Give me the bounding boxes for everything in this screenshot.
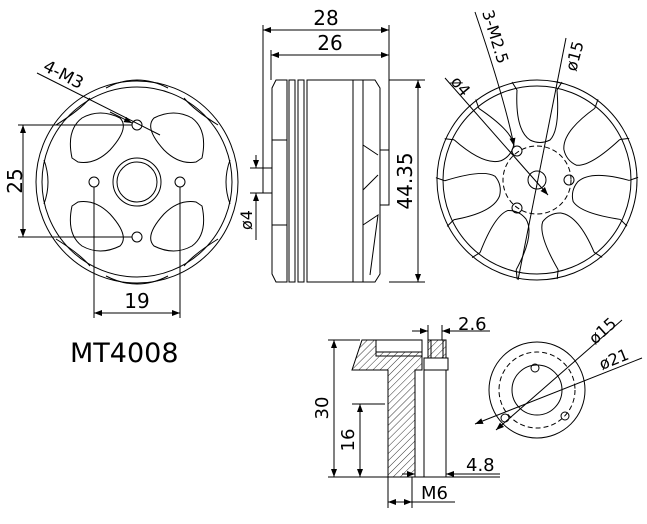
dim-d21-adapter: ø21 xyxy=(596,345,631,374)
dim-d15-rear: ø15 xyxy=(562,39,588,73)
dim-30: 30 xyxy=(312,397,333,420)
label-4-m3: 4-M3 xyxy=(40,57,87,94)
dim-m6: M6 xyxy=(421,483,448,504)
model-title: MT4008 xyxy=(70,338,179,369)
dim-26: 26 xyxy=(317,31,342,55)
dim-2-6: 2.6 xyxy=(458,314,487,335)
dim-25: 25 xyxy=(3,168,27,193)
dim-16: 16 xyxy=(338,429,359,452)
dim-4-8: 4.8 xyxy=(466,455,495,476)
dim-shaft-d4: ø4 xyxy=(237,210,256,230)
rear-view xyxy=(435,11,639,281)
dim-d4-rear: ø4 xyxy=(447,72,474,100)
dim-44-35: 44.35 xyxy=(393,152,417,209)
dim-19: 19 xyxy=(124,289,149,313)
adapter-section xyxy=(328,319,643,508)
dim-28: 28 xyxy=(313,6,338,30)
side-view xyxy=(250,25,425,283)
front-view xyxy=(18,72,239,318)
dim-d15-adapter: ø15 xyxy=(585,314,620,348)
